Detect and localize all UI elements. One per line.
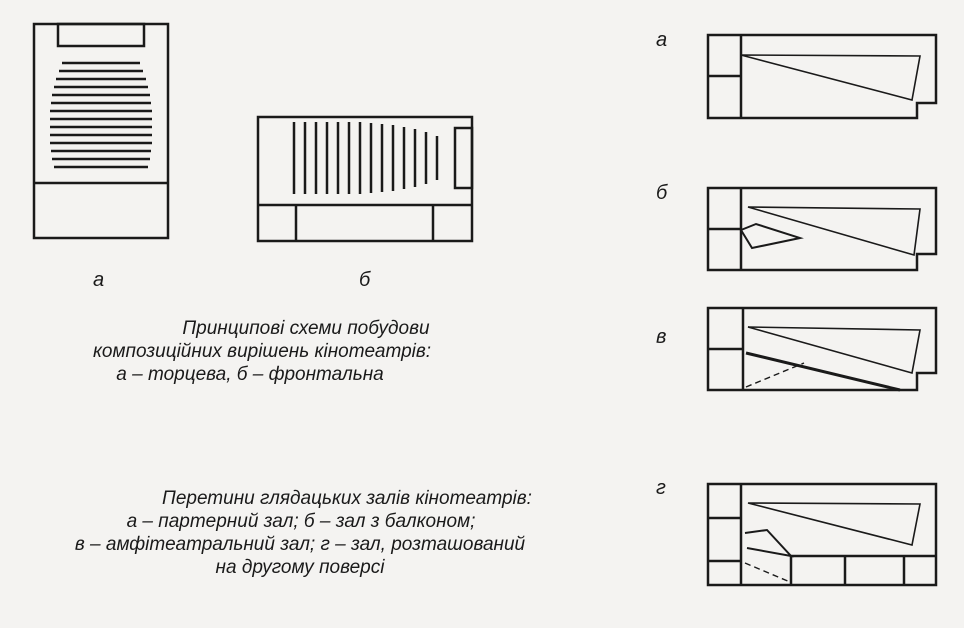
plan-b-label: б — [359, 269, 371, 291]
plan-b-seat-rows — [292, 122, 439, 194]
caption-plans-line1: Принципові схеми побудови — [182, 318, 430, 339]
plan-b-screen — [453, 126, 474, 190]
section-g-dashed-line — [744, 562, 791, 583]
section-b-label: б — [656, 182, 668, 204]
section-amphitheatre-hall — [706, 306, 938, 392]
section-g-label: г — [656, 477, 666, 499]
plan-end-type — [32, 22, 170, 240]
section-v-label: в — [656, 326, 667, 348]
section-b-balcony — [739, 222, 804, 250]
section-b-sightline — [747, 206, 921, 257]
section-b-outline — [706, 186, 938, 272]
section-g-sightline — [747, 502, 921, 546]
section-a-outline — [706, 33, 938, 120]
section-a-sightline — [740, 54, 921, 101]
section-stall-hall — [706, 33, 938, 120]
section-v-sightline — [747, 326, 921, 375]
plan-a-seat-rows — [50, 61, 152, 169]
caption-plans-line2: композиційних вирішень кінотеатрів: — [92, 341, 432, 362]
caption-sections-line1: Перетини глядацьких залів кінотеатрів: — [162, 488, 532, 509]
plan-a-screen — [56, 22, 146, 48]
section-a-label: а — [656, 29, 668, 51]
section-g-stair — [744, 528, 794, 558]
caption-sections: Перетини глядацьких залів кінотеатрів: а… — [10, 487, 590, 579]
caption-sections-line3: в – амфітеатральний зал; г – зал, розташ… — [74, 534, 526, 555]
section-v-outline — [706, 306, 938, 392]
plan-a-outline — [32, 22, 170, 240]
plan-a-label: а — [93, 269, 105, 291]
section-balcony-hall — [706, 186, 938, 272]
caption-plans-line3: а – торцева, б – фронтальна — [116, 364, 384, 385]
plan-b-outline — [256, 115, 474, 243]
section-g-outline — [706, 482, 938, 587]
caption-sections-line2: а – партерний зал; б – зал з балконом; — [126, 511, 476, 532]
plan-frontal-type — [256, 115, 474, 243]
section-second-floor-hall — [706, 482, 938, 587]
caption-plans: Принципові схеми побудови композиційних … — [20, 317, 480, 386]
caption-sections-line4: на другому поверсі — [215, 557, 385, 578]
section-v-amphitheatre-slope — [745, 351, 901, 392]
section-v-dashed-line — [745, 362, 805, 388]
